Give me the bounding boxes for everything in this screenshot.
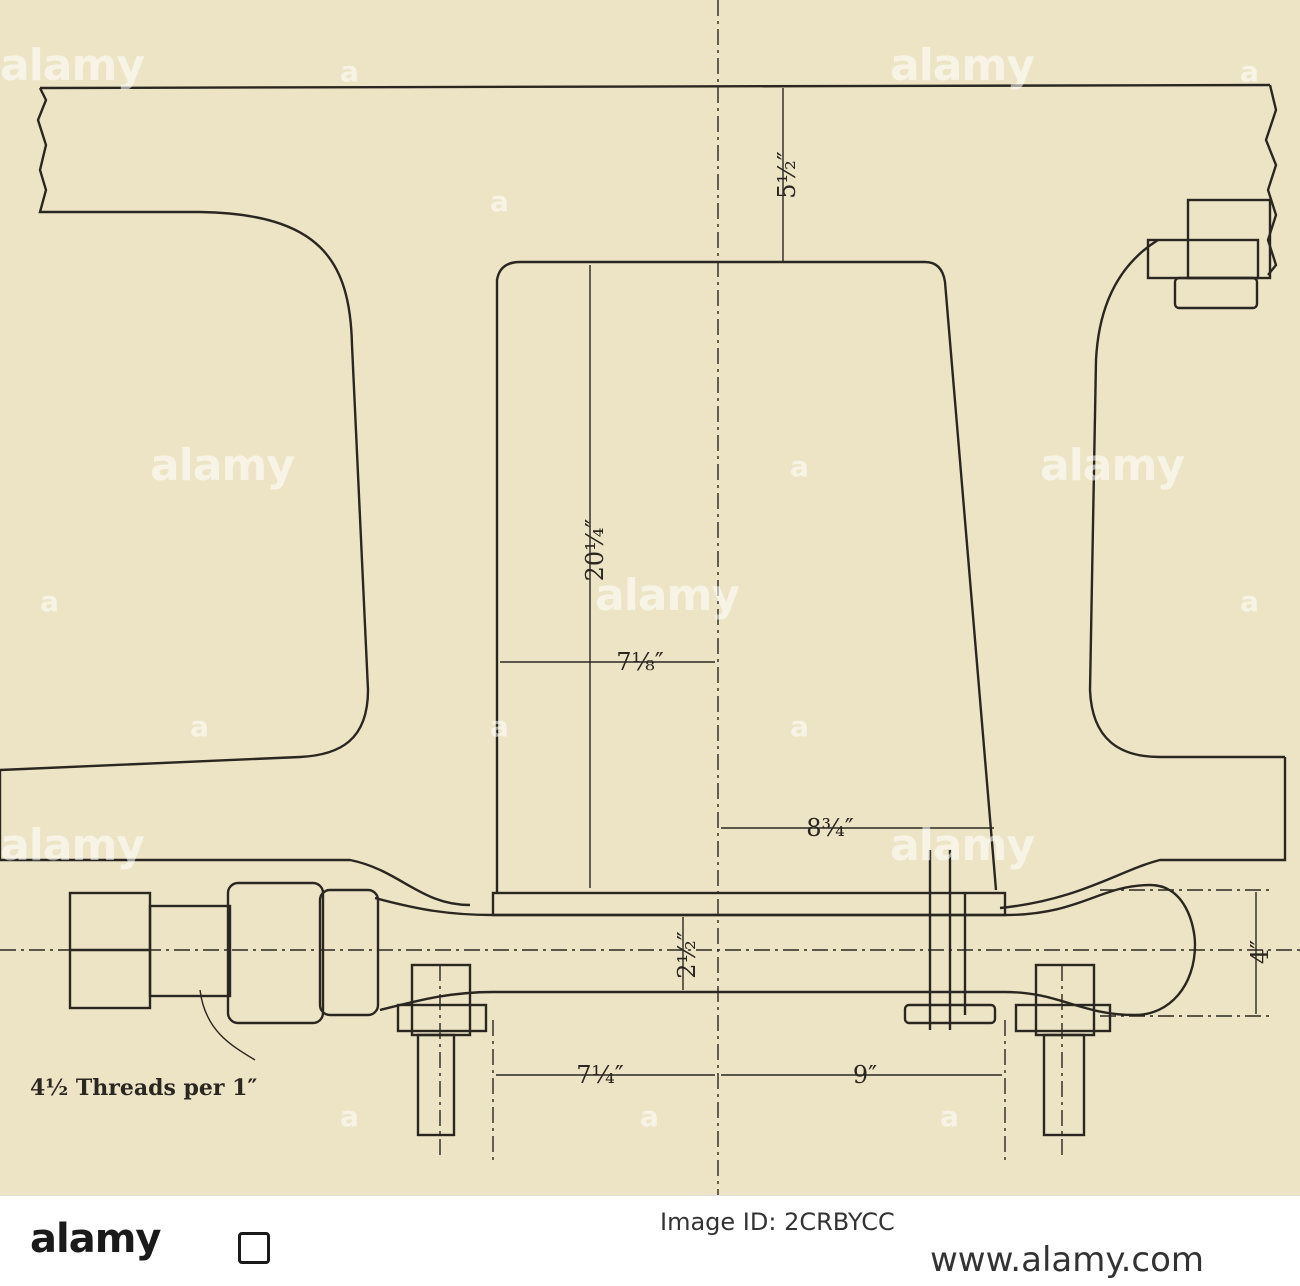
right-jaw: [1088, 238, 1285, 759]
sleeve-end: [318, 888, 380, 1017]
lower-beam-left: [0, 770, 471, 907]
watermark-text: alamy: [0, 820, 145, 871]
center-block: [495, 260, 998, 893]
watermark-mark: a: [490, 710, 509, 743]
watermark-mark: a: [790, 710, 809, 743]
watermark-mark: a: [790, 450, 809, 483]
watermark-mark: a: [340, 1100, 359, 1133]
thread-body: [148, 904, 232, 998]
top-beam-right-break: [1264, 84, 1278, 276]
alamy-logo-icon: [238, 1232, 270, 1264]
label-top-gap: 5½″: [773, 151, 801, 199]
clip-left: [396, 1003, 488, 1033]
left-jaw: [0, 210, 370, 772]
watermark-mark: a: [490, 185, 509, 218]
dimension-lines: [199, 88, 1257, 1076]
label-bar-thickness: 2½″: [673, 931, 701, 979]
top-beam-edge: [39, 83, 1271, 90]
label-half-right: 8¾″: [806, 814, 854, 842]
watermark-mark: a: [40, 585, 59, 618]
label-span-left: 7¼″: [576, 1061, 624, 1089]
clip-right: [1014, 1003, 1112, 1033]
label-span-right: 9″: [853, 1061, 877, 1089]
inner-lines: [928, 850, 967, 1030]
lower-beam-right: [999, 757, 1287, 910]
bar-foot: [903, 1003, 997, 1025]
watermark-mark: a: [940, 1100, 959, 1133]
watermark-text: alamy: [890, 820, 1035, 871]
right-block-foot: [1173, 276, 1259, 310]
label-half-left: 7⅛″: [616, 648, 664, 676]
frame-outline: [0, 83, 1287, 1137]
watermark-mark: a: [1240, 55, 1259, 88]
footer-logo: alamy: [30, 1216, 161, 1262]
watermark-text: alamy: [1040, 440, 1185, 491]
watermark-mark: a: [640, 1100, 659, 1133]
watermark-text: alamy: [595, 570, 740, 621]
crossbar-body: [374, 883, 1197, 1017]
site-url: www.alamy.com: [930, 1240, 1205, 1280]
technical-drawing: 5½″ 20¼″ 7⅛″ 8¾″ 2½″ 4″ 7¼″ 9″ 4½ Thread…: [0, 0, 1300, 1195]
top-beam-left-break: [36, 87, 200, 214]
watermark-mark: a: [1240, 585, 1259, 618]
bolt-left-shank: [416, 1033, 456, 1137]
thread-note: 4½ Threads per 1″: [30, 1075, 257, 1101]
watermark-text: alamy: [890, 40, 1035, 91]
bolt-right-shank: [1042, 1033, 1086, 1137]
watermark-mark: a: [190, 710, 209, 743]
footer-bar: alamy Image ID: 2CRBYCC www.alamy.com: [0, 1195, 1300, 1286]
sleeve: [226, 881, 325, 1025]
image-id: Image ID: 2CRBYCC: [660, 1208, 895, 1236]
center-lines: [0, 0, 1300, 1195]
thread-leader: [199, 989, 256, 1061]
drawing-svg: 5½″ 20¼″ 7⅛″ 8¾″ 2½″ 4″ 7¼″ 9″ 4½ Thread…: [0, 0, 1300, 1195]
watermark-mark: a: [340, 55, 359, 88]
watermark-text: alamy: [150, 440, 295, 491]
label-height: 20¼″: [581, 519, 609, 582]
extension-lines: [439, 965, 1063, 1160]
label-head-depth: 4″: [1246, 940, 1274, 964]
watermark-text: alamy: [0, 40, 145, 91]
